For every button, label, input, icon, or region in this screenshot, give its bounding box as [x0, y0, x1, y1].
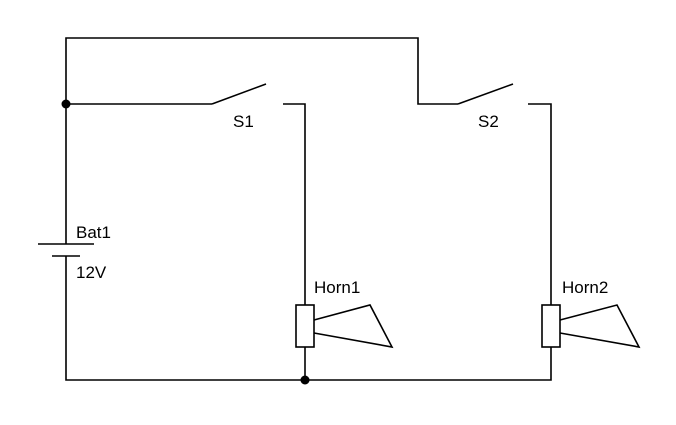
horn1-symbol — [295, 304, 394, 349]
horn1-bell — [313, 304, 394, 349]
switch-s2-label: S2 — [478, 112, 499, 131]
top-wire — [65, 37, 458, 244]
junction-dot — [300, 375, 310, 385]
battery-name-label: Bat1 — [76, 223, 111, 242]
battery-value-label: 12V — [76, 263, 107, 282]
horn2-bell — [559, 304, 641, 349]
horn2-label: Horn2 — [562, 278, 608, 297]
switch-s2-lever — [457, 83, 514, 105]
switch-s1-label: S1 — [233, 112, 254, 131]
s1-to-horn1-wire — [283, 103, 306, 305]
s2-to-horn2-wire — [528, 103, 552, 305]
junction-dot — [61, 99, 71, 109]
horn1-body — [295, 304, 315, 348]
horn2-symbol — [541, 304, 641, 349]
battery-symbol — [38, 243, 94, 257]
switch-s1-lever — [211, 83, 267, 105]
horn2-body — [541, 304, 561, 348]
horn1-label: Horn1 — [314, 278, 360, 297]
